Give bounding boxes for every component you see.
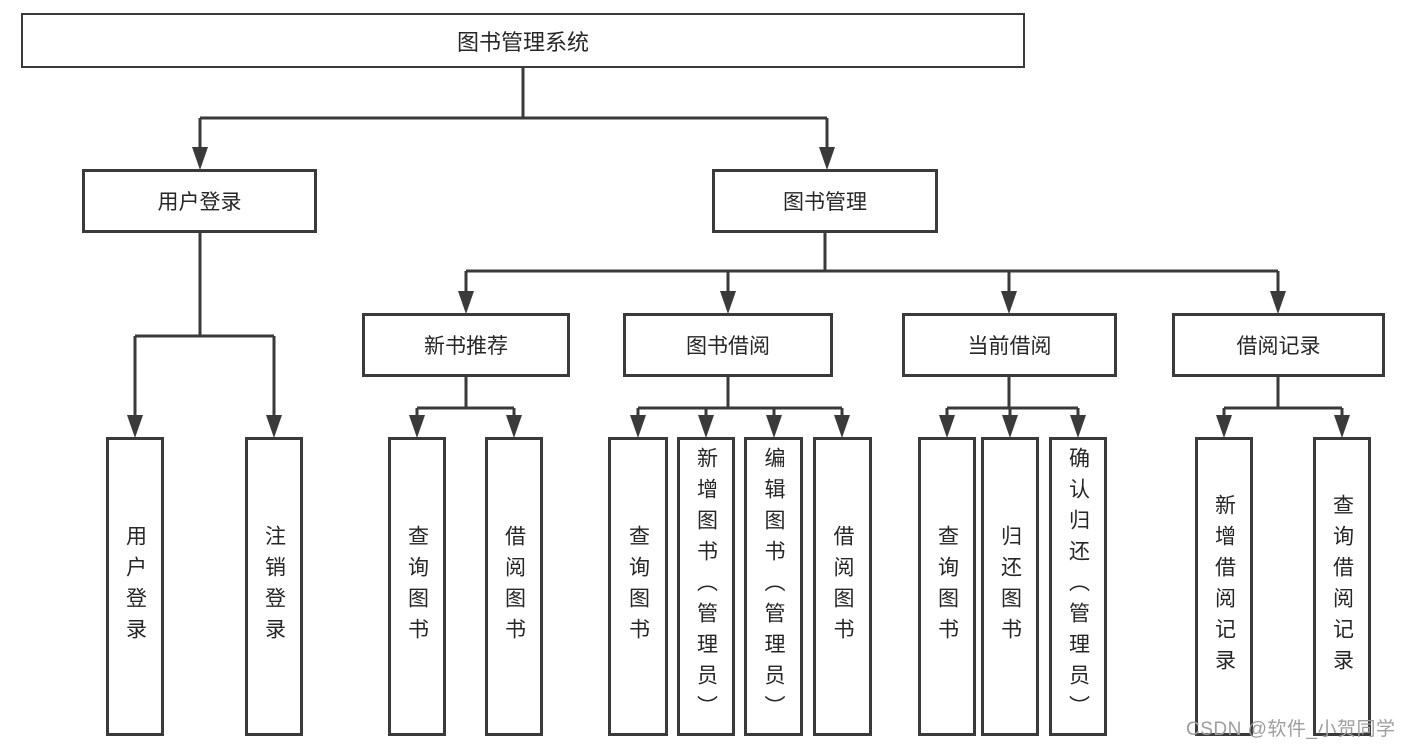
node-user-login-leaf: 用户登录 [106, 437, 164, 736]
node-query-borrow-record: 查询借阅记录 [1313, 437, 1371, 736]
node-borrow-books-borrowing: 借阅图书 [813, 437, 872, 736]
node-book-borrowing: 图书借阅 [623, 313, 833, 377]
watermark: CSDN @软件_小贺同学 [1186, 719, 1396, 740]
node-query-books-borrowing: 查询图书 [608, 437, 668, 736]
node-library-management-system: 图书管理系统 [21, 13, 1025, 68]
node-query-books-recommend: 查询图书 [388, 437, 446, 736]
node-edit-book-admin: 编辑图书（管理员） [744, 437, 803, 736]
node-user-login: 用户登录 [82, 169, 317, 233]
node-borrow-books-recommend: 借阅图书 [485, 437, 543, 736]
node-logout-leaf: 注销登录 [245, 437, 303, 736]
node-book-management: 图书管理 [712, 169, 938, 233]
node-new-book-recommendation: 新书推荐 [362, 313, 570, 377]
node-query-books-current: 查询图书 [918, 437, 976, 736]
node-borrowing-records: 借阅记录 [1172, 313, 1385, 377]
node-add-book-admin: 新增图书（管理员） [677, 437, 735, 736]
arrowhead-icons [127, 147, 1350, 438]
node-add-borrow-record: 新增借阅记录 [1195, 437, 1253, 736]
node-return-book: 归还图书 [981, 437, 1039, 736]
node-confirm-return-admin: 确认归还（管理员） [1049, 437, 1107, 736]
node-current-borrowing: 当前借阅 [902, 313, 1117, 377]
